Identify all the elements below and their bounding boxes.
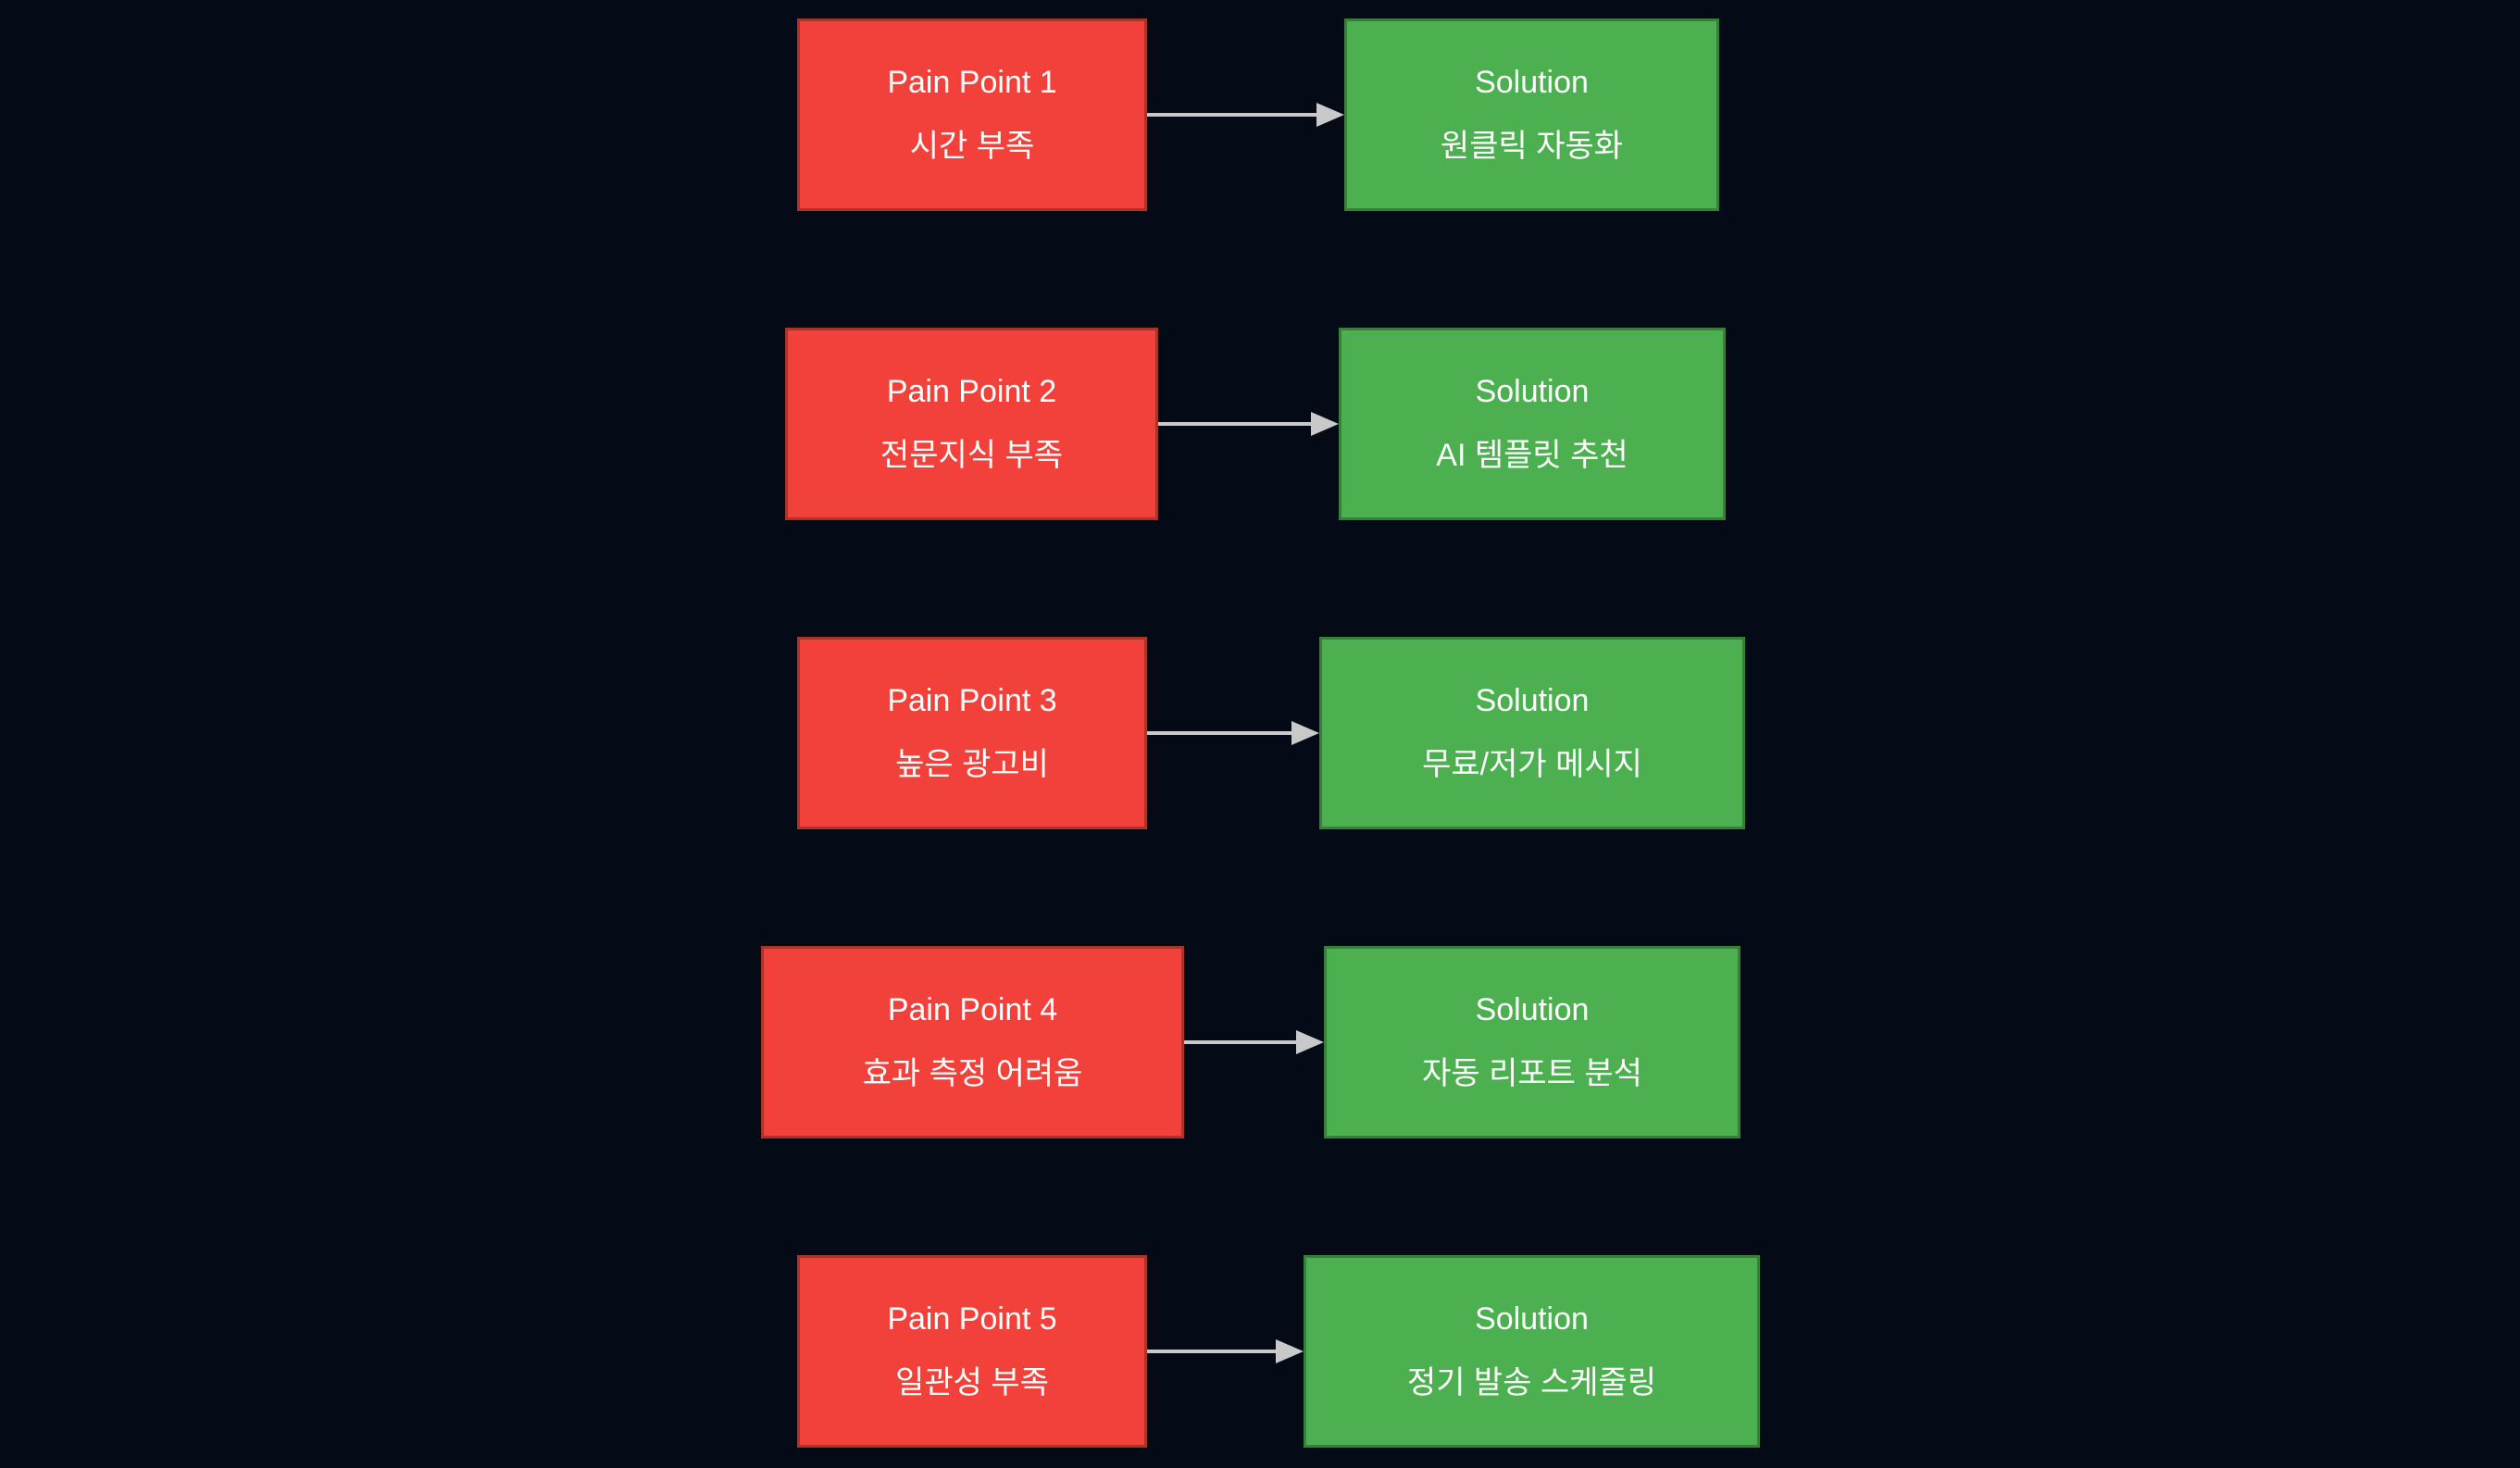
arrow-4-head-icon [1296, 1030, 1324, 1054]
pain-point-4-title: Pain Point 4 [887, 992, 1058, 1028]
pain-point-4-box: Pain Point 4 효과 측정 어려움 [761, 946, 1184, 1138]
solution-3-box: Solution 무료/저가 메시지 [1319, 637, 1745, 829]
arrow-1 [1147, 103, 1344, 127]
pain-point-1-title: Pain Point 1 [887, 65, 1057, 101]
pain-point-5-subtitle: 일관성 부족 [895, 1365, 1049, 1400]
arrow-3-line [1147, 731, 1295, 735]
solution-1-subtitle: 원클릭 자동화 [1440, 129, 1624, 164]
arrow-5-head-icon [1276, 1339, 1304, 1363]
arrow-5 [1147, 1339, 1304, 1363]
solution-2-box: Solution AI 템플릿 추천 [1339, 328, 1726, 520]
pain-point-3-title: Pain Point 3 [887, 683, 1057, 719]
arrow-1-head-icon [1316, 103, 1344, 127]
solution-2-subtitle: AI 템플릿 추천 [1436, 438, 1628, 473]
arrow-1-line [1147, 113, 1320, 117]
pain-point-5-box: Pain Point 5 일관성 부족 [797, 1255, 1147, 1448]
arrow-5-line [1147, 1350, 1279, 1353]
solution-3-subtitle: 무료/저가 메시지 [1422, 747, 1642, 782]
solution-2-title: Solution [1475, 374, 1590, 410]
arrow-4-line [1184, 1040, 1300, 1044]
arrow-2-head-icon [1311, 412, 1339, 436]
pain-point-3-box: Pain Point 3 높은 광고비 [797, 637, 1147, 829]
solution-5-title: Solution [1475, 1301, 1589, 1337]
solution-1-title: Solution [1475, 65, 1589, 101]
pain-point-1-subtitle: 시간 부족 [909, 129, 1035, 164]
pain-point-2-title: Pain Point 2 [886, 374, 1057, 410]
pain-point-5-title: Pain Point 5 [887, 1301, 1057, 1337]
arrow-2 [1158, 412, 1339, 436]
pain-point-4-subtitle: 효과 측정 어려움 [862, 1056, 1083, 1091]
solution-5-box: Solution 정기 발송 스케줄링 [1304, 1255, 1760, 1448]
solution-4-box: Solution 자동 리포트 분석 [1324, 946, 1740, 1138]
arrow-2-line [1158, 422, 1315, 426]
arrow-4 [1184, 1030, 1324, 1054]
pain-point-2-box: Pain Point 2 전문지식 부족 [785, 328, 1158, 520]
solution-3-title: Solution [1475, 683, 1590, 719]
pain-point-3-subtitle: 높은 광고비 [895, 747, 1049, 782]
solution-4-subtitle: 자동 리포트 분석 [1422, 1056, 1642, 1091]
arrow-3-head-icon [1291, 721, 1319, 745]
arrow-3 [1147, 721, 1319, 745]
solution-1-box: Solution 원클릭 자동화 [1344, 19, 1719, 211]
solution-5-subtitle: 정기 발송 스케줄링 [1406, 1365, 1657, 1400]
pain-point-1-box: Pain Point 1 시간 부족 [797, 19, 1147, 211]
pain-point-2-subtitle: 전문지식 부족 [880, 438, 1064, 473]
solution-4-title: Solution [1475, 992, 1590, 1028]
